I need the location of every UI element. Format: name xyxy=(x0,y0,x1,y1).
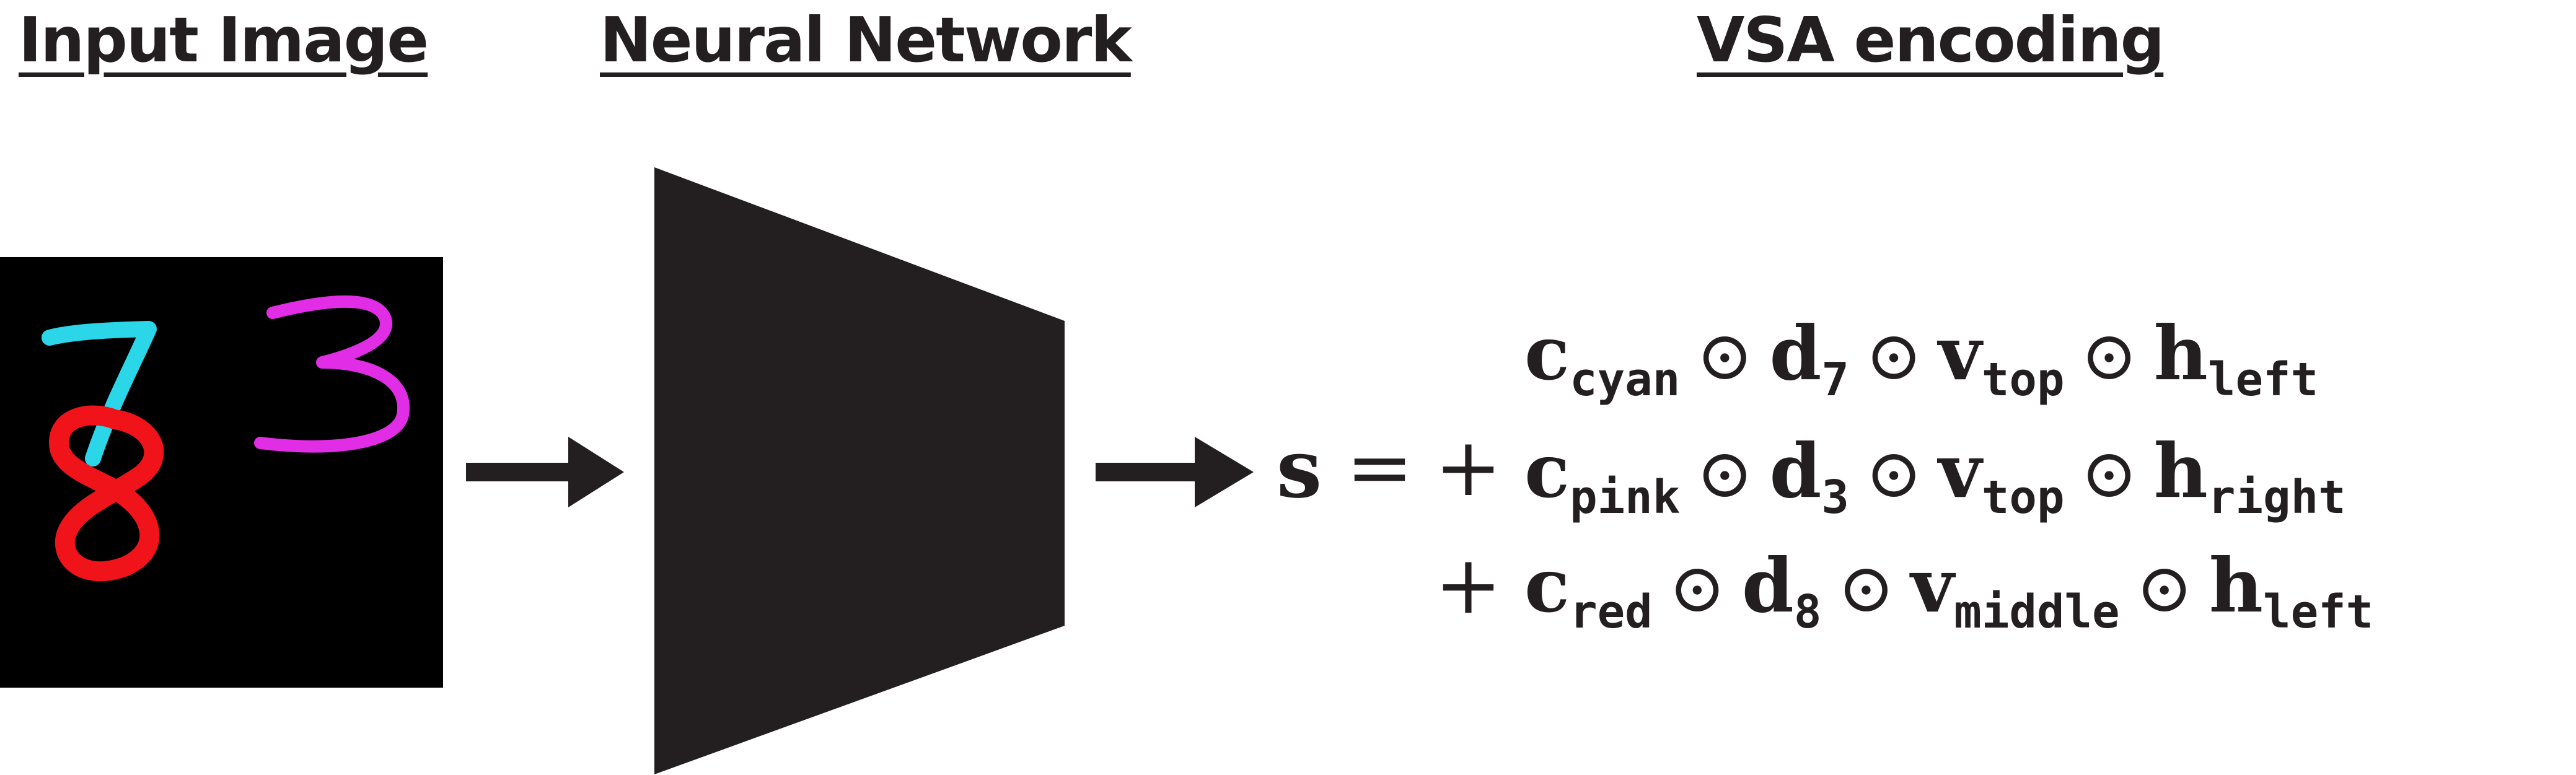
subscript-left: left xyxy=(2263,585,2374,639)
arrow-network-to-encoding xyxy=(1096,437,1254,507)
subscript-top: top xyxy=(1981,353,2065,406)
vector-v-top: v xyxy=(1938,427,1982,515)
subscript-middle: middle xyxy=(1954,585,2120,639)
subscript-left: left xyxy=(2207,353,2319,406)
odot-operator: ⊙ xyxy=(2080,316,2138,395)
vector-v-top: v xyxy=(1938,310,1982,397)
vector-c-red: c xyxy=(1524,542,1570,629)
odot-operator: ⊙ xyxy=(1865,316,1923,395)
neural-network-trapezoid xyxy=(654,167,1065,774)
vector-d-8: d xyxy=(1741,542,1794,629)
odot-operator: ⊙ xyxy=(2135,548,2193,628)
vector-c-pink: c xyxy=(1524,427,1570,515)
equation-lhs-s: s xyxy=(1277,421,1322,516)
vector-d-7: d xyxy=(1769,310,1822,397)
odot-operator: ⊙ xyxy=(1696,434,1754,513)
vector-v-middle: v xyxy=(1910,542,1954,629)
subscript-pink: pink xyxy=(1570,471,1681,524)
plus-sign-row3: + xyxy=(1435,538,1502,632)
odot-operator: ⊙ xyxy=(1668,548,1726,628)
vector-d-3: d xyxy=(1769,427,1822,515)
subscript-top: top xyxy=(1981,471,2065,524)
input-image xyxy=(0,257,443,688)
encoding-row-2: cpink⊙d3⊙vtop⊙hright xyxy=(1524,427,2346,524)
vector-h-left: h xyxy=(2153,310,2208,397)
encoding-row-3: cred⊙d8⊙vmiddle⊙hleft xyxy=(1524,542,2373,639)
heading-input-image: Input Image xyxy=(19,4,429,76)
encoding-row-1: ccyan⊙d7⊙vtop⊙hleft xyxy=(1524,310,2318,406)
subscript-red: red xyxy=(1570,585,1653,639)
subscript-cyan: cyan xyxy=(1570,353,1681,406)
subscript-7: 7 xyxy=(1821,353,1849,406)
handwritten-digits xyxy=(42,295,410,582)
subscript-3: 3 xyxy=(1821,471,1849,524)
digit-8 xyxy=(49,405,164,582)
vector-c-cyan: c xyxy=(1524,310,1570,397)
vector-h-right: h xyxy=(2153,427,2208,515)
plus-sign-row2: + xyxy=(1435,420,1502,514)
heading-vsa-encoding: VSA encoding xyxy=(1697,4,2165,76)
arrow-input-to-network xyxy=(466,437,624,507)
vector-h-left: h xyxy=(2209,542,2264,629)
odot-operator: ⊙ xyxy=(1696,316,1754,395)
odot-operator: ⊙ xyxy=(2080,434,2138,513)
equals-sign: = xyxy=(1346,420,1413,514)
subscript-8: 8 xyxy=(1793,585,1822,639)
odot-operator: ⊙ xyxy=(1865,434,1923,513)
subscript-right: right xyxy=(2207,471,2346,524)
heading-neural-network: Neural Network xyxy=(600,4,1132,76)
odot-operator: ⊙ xyxy=(1837,548,1895,628)
digit-3 xyxy=(254,295,410,453)
